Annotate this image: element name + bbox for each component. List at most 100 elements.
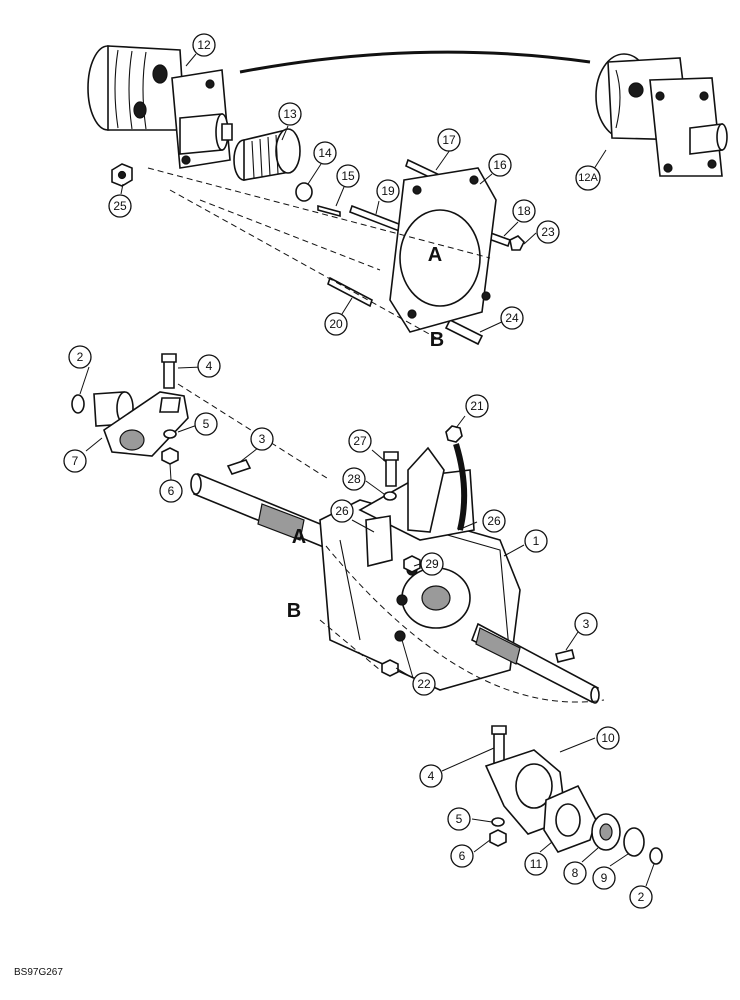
svg-text:23: 23: [541, 225, 555, 239]
callout-7: 7: [63, 449, 87, 473]
svg-text:22: 22: [417, 677, 431, 691]
callout-29: 29: [420, 552, 444, 576]
svg-text:14: 14: [318, 146, 332, 160]
callout-4-right: 4: [419, 764, 443, 788]
figure-code: BS97G267: [14, 967, 63, 978]
nut-6-left: [161, 447, 179, 465]
callout-23: 23: [536, 220, 560, 244]
svg-text:19: 19: [381, 184, 395, 198]
svg-text:13: 13: [283, 107, 297, 121]
callout-18: 18: [512, 199, 536, 223]
svg-text:5: 5: [203, 417, 210, 431]
snap-ring-2-left: [71, 394, 85, 414]
svg-text:5: 5: [456, 812, 463, 826]
svg-text:3: 3: [259, 432, 266, 446]
svg-text:11: 11: [530, 857, 543, 871]
callout-14: 14: [313, 141, 337, 165]
snap-ring-2-right: [649, 847, 663, 865]
callout-13: 13: [278, 102, 302, 126]
callout-12a: 12A: [575, 165, 601, 191]
callout-10: 10: [596, 726, 620, 750]
svg-text:8: 8: [572, 866, 579, 880]
svg-text:26: 26: [487, 514, 501, 528]
callout-6-right: 6: [450, 844, 474, 868]
svg-text:4: 4: [428, 769, 435, 783]
bolt-20: [327, 276, 373, 308]
svg-text:7: 7: [72, 454, 79, 468]
svg-text:20: 20: [329, 317, 343, 331]
key-3-left: [226, 459, 252, 475]
bolt-24: [444, 318, 484, 346]
nut-23: [509, 235, 525, 251]
svg-text:4: 4: [206, 359, 213, 373]
callout-9: 9: [592, 866, 616, 890]
svg-text:25: 25: [113, 199, 127, 213]
callout-2-right: 2: [629, 885, 653, 909]
key-3-right: [555, 649, 575, 663]
bolt-4-left: [163, 359, 175, 389]
callout-24: 24: [500, 306, 524, 330]
callout-26-left: 26: [330, 499, 354, 523]
svg-text:12A: 12A: [578, 172, 598, 184]
callout-5-left: 5: [194, 412, 218, 436]
collar-9: [623, 827, 645, 857]
svg-text:6: 6: [459, 849, 466, 863]
callout-21: 21: [465, 394, 489, 418]
svg-text:1: 1: [533, 534, 540, 548]
reference-letter-a-lower: A: [292, 526, 306, 548]
callout-16: 16: [488, 153, 512, 177]
callout-20: 20: [324, 312, 348, 336]
nut-29: [403, 555, 421, 573]
callout-19: 19: [376, 179, 400, 203]
gearbox-housing-1: [190, 443, 600, 704]
svg-text:6: 6: [168, 484, 175, 498]
left-bearing-assembly: [71, 353, 189, 465]
callout-28: 28: [342, 467, 366, 491]
callout-26-right: 26: [482, 509, 506, 533]
washer-28: [383, 491, 397, 501]
svg-text:18: 18: [517, 204, 531, 218]
callout-3-right: 3: [574, 612, 598, 636]
callout-6-left: 6: [159, 479, 183, 503]
callout-1: 1: [524, 529, 548, 553]
svg-text:28: 28: [347, 472, 361, 486]
washer-5-left: [163, 429, 177, 439]
hydraulic-motor-12a: [595, 53, 728, 177]
svg-text:24: 24: [505, 311, 519, 325]
svg-text:16: 16: [493, 158, 507, 172]
svg-text:17: 17: [442, 133, 456, 147]
leader-lines: [79, 53, 655, 887]
nut-22: [381, 659, 399, 677]
hydraulic-motor-12: [87, 45, 233, 169]
svg-text:21: 21: [470, 399, 484, 413]
nut-25: [111, 163, 133, 187]
alternate-motor-arrow: [239, 50, 591, 74]
callout-22: 22: [412, 672, 436, 696]
washer-14: [295, 182, 313, 202]
callout-25: 25: [108, 194, 132, 218]
svg-text:15: 15: [341, 169, 355, 183]
svg-text:29: 29: [425, 557, 439, 571]
reference-letter-b-lower: B: [287, 600, 301, 622]
callout-17: 17: [437, 128, 461, 152]
svg-text:2: 2: [638, 890, 645, 904]
spline-gear-13: [233, 128, 301, 181]
right-bearing-assembly: [484, 725, 663, 865]
svg-text:10: 10: [601, 731, 615, 745]
callout-11: 11: [524, 852, 548, 876]
callout-12: 12: [192, 33, 216, 57]
callout-5-right: 5: [447, 807, 471, 831]
callout-27: 27: [348, 429, 372, 453]
adapter-plate-16: [389, 167, 497, 333]
svg-text:9: 9: [601, 871, 608, 885]
callout-2-left: 2: [68, 345, 92, 369]
callout-4-left: 4: [197, 354, 221, 378]
reference-letter-b-upper: B: [430, 329, 444, 351]
bolt-27: [385, 457, 397, 487]
svg-text:3: 3: [583, 617, 590, 631]
svg-text:2: 2: [77, 350, 84, 364]
bolt-15: [317, 204, 341, 218]
nut-21: [445, 425, 463, 443]
callout-3-left: 3: [250, 427, 274, 451]
